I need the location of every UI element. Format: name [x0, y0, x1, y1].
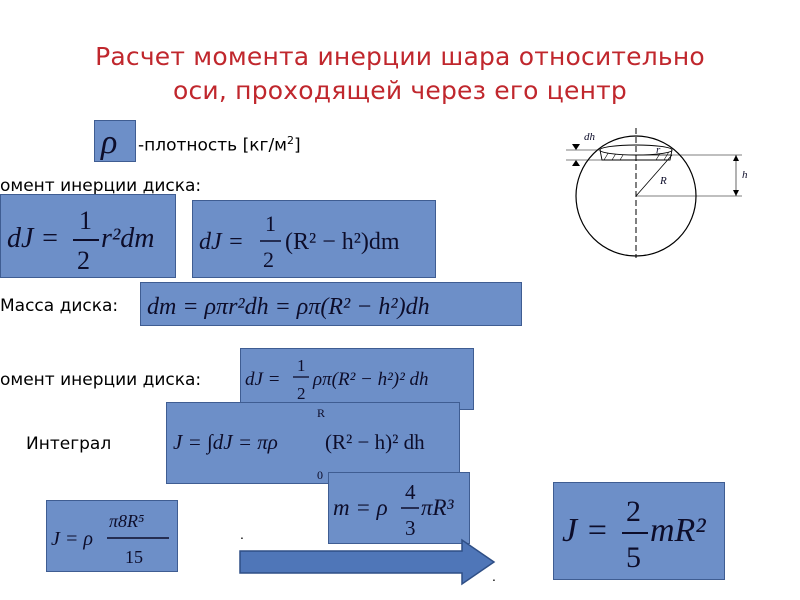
f8-lhs: J = [562, 512, 609, 549]
disk-moment-label-1: омент инерции диска: [0, 176, 202, 196]
disk-moment-label-2: омент инерции диска: [0, 370, 202, 390]
density-close: ] [294, 135, 301, 156]
h-arrow-up [733, 155, 739, 161]
f6-num: 4 [405, 480, 416, 504]
f6-rhs: πR³ [421, 495, 455, 520]
f2-lhs: dJ = [199, 229, 244, 255]
rho-box: ρ [94, 120, 136, 162]
density-text: -плотность [кг/м [138, 135, 287, 156]
f1-rhs: r²dm [101, 223, 155, 254]
dot-mark-1: . [240, 526, 244, 542]
f5-lower-limit: 0 [317, 468, 323, 482]
f1-lhs: dJ = [7, 223, 59, 254]
dot-mark-2: . [492, 568, 496, 584]
f7-den: 15 [125, 547, 143, 567]
formula-disk-moment: dJ = 1 2 r²dm [0, 194, 176, 278]
dh-arrow-down [572, 144, 580, 150]
formula-moment-result: J = ρ π8R⁵ 15 [46, 500, 178, 572]
label-h: h [742, 169, 748, 181]
f6-lhs: m = ρ [333, 495, 388, 520]
f8-rhs: mR² [650, 512, 706, 549]
f4-rhs: ρπ(R² − h²)² dh [312, 369, 429, 390]
rho-symbol: ρ [100, 124, 117, 161]
f2-num: 1 [265, 211, 276, 236]
result-arrow [239, 538, 496, 586]
f6-den: 3 [405, 516, 416, 540]
density-label: -плотность [кг/м2] [138, 134, 301, 156]
formula-sphere-mass: m = ρ 4 3 πR³ [328, 472, 470, 544]
f4-den: 2 [297, 384, 306, 403]
formula-disk-moment-rho: dJ = 1 2 ρπ(R² − h²)² dh [240, 348, 474, 410]
f7-num: π8R⁵ [109, 511, 144, 531]
f4-num: 1 [297, 356, 306, 375]
h-arrow-down [733, 190, 739, 196]
title-line-1: Расчет момента инерции шара относительно [95, 42, 705, 71]
slide-title: Расчет момента инерции шара относительно… [40, 40, 760, 108]
label-dh: dh [584, 131, 596, 143]
integral-label: Интеграл [26, 434, 112, 454]
f1-den: 2 [77, 246, 90, 275]
f4-lhs: dJ = [245, 369, 281, 390]
f8-num: 2 [626, 495, 641, 528]
f8-den: 5 [626, 541, 641, 574]
formula-disk-moment-expanded: dJ = 1 2 (R² − h²)dm [192, 200, 436, 278]
label-r: r [656, 144, 661, 156]
disk-mass-label: Масса диска: [0, 296, 119, 316]
f3-text: dm = ρπr²dh = ρπ(R² − h²)dh [147, 294, 430, 320]
density-sup: 2 [287, 134, 294, 147]
title-line-2: оси, проходящей через его центр [172, 76, 627, 105]
f5-lhs: J = ∫dJ = πρ [173, 430, 278, 455]
sphere-diagram: dh r R h [566, 128, 748, 258]
formula-integral: J = ∫dJ = πρ R 0 (R² − h)² dh [166, 402, 460, 484]
dh-arrow-up [572, 160, 580, 166]
radius-R-line [635, 154, 673, 197]
f2-rhs: (R² − h²)dm [285, 229, 400, 255]
formula-final: J = 2 5 mR² [553, 482, 725, 580]
f5-rhs: (R² − h)² dh [325, 430, 425, 454]
f7-lhs: J = ρ [51, 528, 93, 550]
f5-upper-limit: R [317, 406, 325, 420]
formula-disk-mass: dm = ρπr²dh = ρπ(R² − h²)dh [140, 282, 522, 326]
label-R: R [659, 175, 667, 187]
f1-num: 1 [79, 206, 92, 235]
f2-den: 2 [263, 247, 274, 272]
